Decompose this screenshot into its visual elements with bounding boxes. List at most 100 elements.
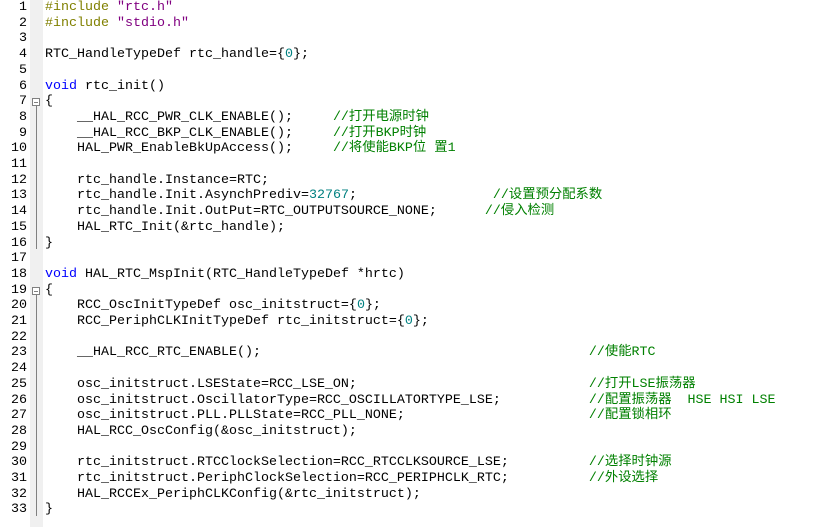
line-number: 9 (19, 125, 27, 141)
code-content[interactable]: rtc_handle.Init.AsynchPrediv=32767; //设置… (45, 188, 602, 204)
keyword-token: void (45, 78, 77, 94)
line-number: 25 (11, 376, 27, 392)
code-text: { (45, 282, 53, 298)
line-number: 28 (11, 423, 27, 439)
preprocessor-token: #include (45, 0, 117, 15)
code-text: rtc_handle.Instance=RTC; (45, 172, 269, 188)
preprocessor-token: #include (45, 15, 117, 31)
line-number: 5 (19, 62, 27, 78)
line-number: 15 (11, 219, 27, 235)
line-number: 11 (11, 157, 27, 172)
number-token: 0 (404, 314, 413, 329)
line-number: 14 (11, 204, 27, 220)
code-text: HAL_RTC_MspInit(RTC_HandleTypeDef *hrtc) (77, 266, 405, 282)
code-text: __HAL_RCC_PWR_CLK_ENABLE(); (45, 109, 333, 125)
code-text: osc_initstruct.OscillatorType=RCC_OSCILL… (45, 392, 589, 408)
line-number: 8 (19, 109, 27, 125)
code-text: RTC_HandleTypeDef rtc_handle={ (45, 47, 285, 63)
string-token: "stdio.h" (116, 15, 189, 31)
code-content[interactable]: } (45, 236, 53, 252)
code-content[interactable]: #include "stdio.h" (45, 16, 189, 32)
code-content[interactable]: RTC_HandleTypeDef rtc_handle={0}; (45, 47, 309, 63)
code-text: }; (292, 47, 309, 63)
code-content[interactable] (45, 361, 77, 377)
code-content[interactable]: void rtc_init() (45, 79, 165, 95)
code-text: __HAL_RCC_BKP_CLK_ENABLE(); (45, 125, 333, 141)
comment-token: //设置预分配系数 (492, 188, 603, 204)
fold-collapse-icon[interactable] (32, 98, 40, 107)
line-number: 13 (11, 188, 27, 204)
code-text: }; (412, 314, 429, 329)
string-token: "rtc.h" (116, 0, 173, 15)
code-content[interactable] (45, 157, 77, 173)
keyword-token: void (45, 266, 77, 282)
fold-range-line (36, 106, 37, 250)
code-content[interactable]: rtc_handle.Instance=RTC; (45, 173, 269, 189)
code-text: HAL_RCC_OscConfig(&osc_initstruct); (45, 423, 357, 439)
comment-token: //使能RTC (588, 345, 656, 361)
number-token: 32767 (308, 188, 349, 204)
line-number-gutter (0, 0, 30, 527)
comment-token: //配置振荡器 HSE HSI LSE (588, 392, 776, 408)
code-text: rtc_initstruct.PeriphClockSelection=RCC_… (45, 471, 589, 486)
line-number: 33 (11, 502, 27, 518)
code-content[interactable]: __HAL_RCC_BKP_CLK_ENABLE(); //打开BKP时钟 (45, 126, 426, 142)
code-text: HAL_RCCEx_PeriphCLKConfig(&rtc_initstruc… (45, 486, 421, 502)
code-text: } (45, 235, 53, 251)
number-token: 0 (284, 47, 293, 63)
code-content[interactable]: void HAL_RTC_MspInit(RTC_HandleTypeDef *… (45, 267, 405, 283)
code-text: RCC_OscInitTypeDef osc_initstruct={ (45, 298, 357, 314)
code-content[interactable]: #include "rtc.h" (45, 0, 173, 16)
fold-range-line (36, 294, 37, 517)
line-number: 3 (19, 31, 27, 47)
code-content[interactable]: __HAL_RCC_PWR_CLK_ENABLE(); //打开电源时钟 (45, 110, 429, 126)
code-text (45, 157, 77, 172)
code-content[interactable]: rtc_initstruct.PeriphClockSelection=RCC_… (45, 471, 658, 487)
code-content[interactable] (45, 440, 77, 456)
code-content[interactable]: rtc_handle.Init.OutPut=RTC_OUTPUTSOURCE_… (45, 204, 554, 220)
code-content[interactable]: HAL_RCCEx_PeriphCLKConfig(&rtc_initstruc… (45, 487, 421, 503)
line-number: 18 (11, 266, 27, 282)
line-number: 2 (19, 15, 27, 31)
code-text: osc_initstruct.LSEState=RCC_LSE_ON; (45, 376, 589, 392)
code-content[interactable]: RCC_OscInitTypeDef osc_initstruct={0}; (45, 298, 381, 314)
comment-token: //打开电源时钟 (332, 109, 429, 125)
line-number: 29 (11, 439, 27, 455)
code-content[interactable]: rtc_initstruct.RTCClockSelection=RCC_RTC… (45, 455, 672, 471)
comment-token: //将使能BKP位 置1 (332, 141, 456, 157)
code-content[interactable]: HAL_RCC_OscConfig(&osc_initstruct); (45, 424, 357, 440)
code-text: __HAL_RCC_RTC_ENABLE(); (45, 345, 589, 361)
line-number: 10 (11, 141, 27, 157)
line-number: 21 (11, 314, 27, 329)
line-number: 17 (11, 251, 27, 267)
comment-token: //打开LSE振荡器 (588, 376, 696, 392)
line-number: 4 (19, 47, 27, 63)
line-number: 1 (19, 0, 27, 15)
code-content[interactable]: HAL_PWR_EnableBkUpAccess(); //将使能BKP位 置1 (45, 141, 456, 157)
code-content[interactable]: } (45, 502, 53, 518)
code-content[interactable]: RCC_PeriphCLKInitTypeDef rtc_initstruct=… (45, 314, 429, 330)
code-content[interactable]: osc_initstruct.OscillatorType=RCC_OSCILL… (45, 393, 776, 409)
code-text (45, 330, 77, 345)
code-content[interactable]: osc_initstruct.PLL.PLLState=RCC_PLL_NONE… (45, 408, 672, 424)
code-content[interactable]: { (45, 94, 53, 110)
code-text: HAL_PWR_EnableBkUpAccess(); (45, 141, 333, 157)
code-content[interactable]: osc_initstruct.LSEState=RCC_LSE_ON; //打开… (45, 377, 696, 393)
comment-token: //打开BKP时钟 (332, 125, 427, 141)
code-text: }; (364, 298, 381, 314)
code-content[interactable] (45, 330, 77, 346)
code-text: osc_initstruct.PLL.PLLState=RCC_PLL_NONE… (45, 408, 589, 424)
line-number: 24 (11, 361, 27, 377)
code-content[interactable]: __HAL_RCC_RTC_ENABLE(); //使能RTC (45, 345, 656, 361)
code-text: rtc_handle.Init.OutPut=RTC_OUTPUTSOURCE_… (45, 204, 485, 220)
code-text: rtc_init() (77, 78, 165, 94)
code-content[interactable]: HAL_RTC_Init(&rtc_handle); (45, 220, 285, 236)
code-text: RCC_PeriphCLKInitTypeDef rtc_initstruct=… (45, 314, 405, 329)
code-text: HAL_RTC_Init(&rtc_handle); (45, 219, 285, 235)
code-content[interactable]: { (45, 283, 53, 299)
code-text: rtc_initstruct.RTCClockSelection=RCC_RTC… (45, 455, 589, 471)
fold-collapse-icon[interactable] (32, 286, 40, 295)
comment-token: //外设选择 (588, 471, 659, 486)
line-number: 26 (11, 392, 27, 408)
line-number: 12 (11, 172, 27, 188)
